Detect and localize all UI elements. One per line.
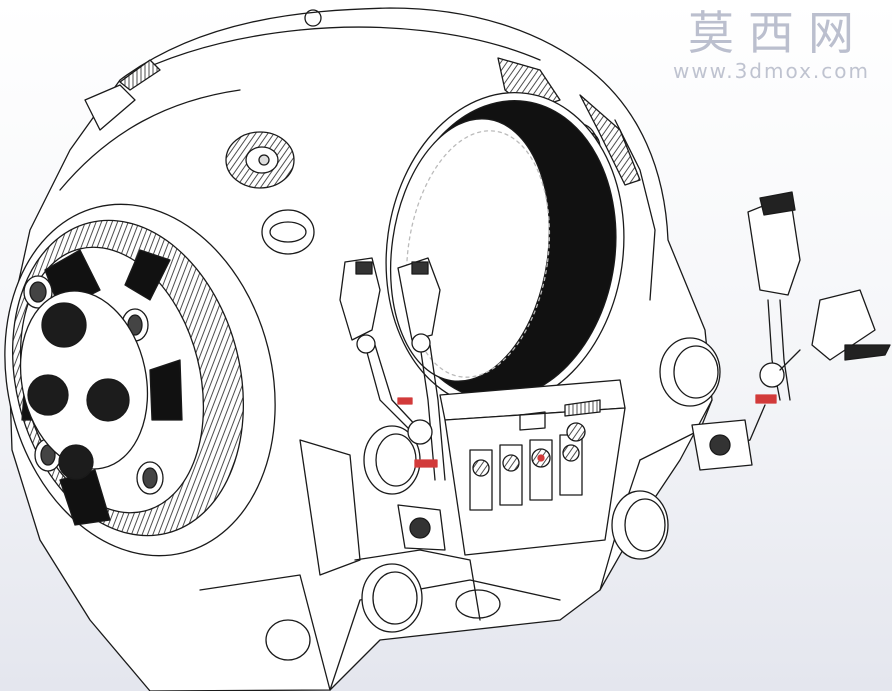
- hull-panel-line: [614, 119, 656, 301]
- watermark-url: www.3dmox.com: [672, 59, 870, 83]
- left-robotic-arm: [339, 257, 446, 551]
- top-port: [304, 9, 322, 27]
- hull-panel-line: [299, 26, 541, 61]
- thruster-port: [659, 337, 721, 407]
- lower-body-face: [299, 439, 361, 576]
- top-vent: [119, 59, 161, 91]
- top-dish: [225, 131, 295, 189]
- watermark: 莫西网 www.3dmox.com: [673, 6, 868, 82]
- emblem: [455, 589, 501, 619]
- hatch-center-disc: [19, 290, 149, 480]
- top-vent: [579, 94, 641, 186]
- lower-body-face: [199, 574, 331, 691]
- right-robotic-arm: [691, 191, 891, 471]
- emblem: [261, 209, 315, 255]
- emblem: [265, 619, 311, 661]
- watermark-brand: 莫西网: [688, 6, 868, 60]
- top-vent: [84, 84, 136, 131]
- thruster-port: [361, 563, 423, 633]
- hull-panel-line: [59, 89, 241, 191]
- thruster-port: [611, 490, 669, 560]
- front-control-panel: [439, 379, 626, 556]
